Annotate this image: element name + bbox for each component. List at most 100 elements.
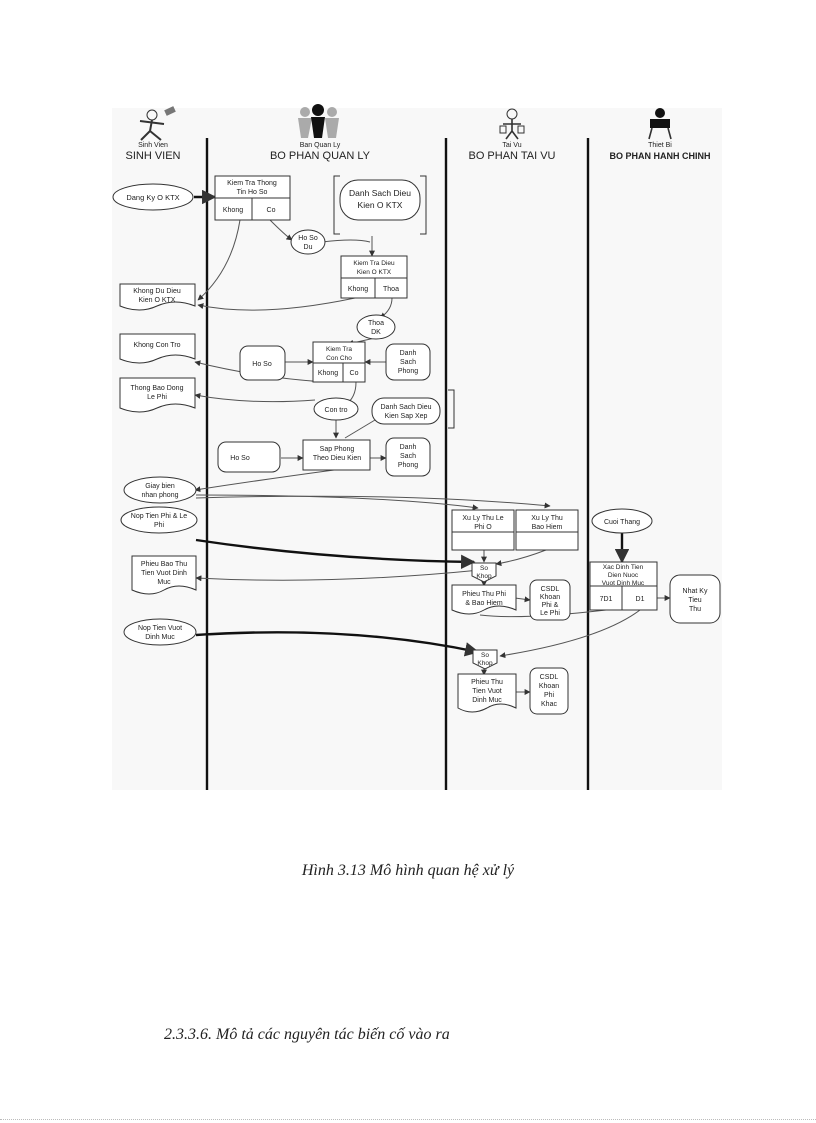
lane-actor-label: Ban Quan Ly (300, 142, 341, 149)
register-dorm-node: Dang Ky O KTX (112, 183, 194, 211)
student-actor-icon (139, 106, 176, 141)
check-vacancy-process: Kiem Tra Con Cho Khong Co (312, 341, 366, 383)
process-relationship-diagram: Sinh Vien SINH VIEN Ban Quan Ly BO PHAN … (112, 104, 722, 790)
svg-text:Phieu Bao Thu: Phieu Bao Thu (141, 561, 187, 568)
svg-text:Tien Vuot: Tien Vuot (472, 688, 501, 695)
svg-text:Khong: Khong (318, 370, 338, 377)
svg-text:Dien Nuoc: Dien Nuoc (608, 572, 639, 579)
svg-text:Muc: Muc (157, 579, 171, 586)
lane-title: BO PHAN HANH CHINH (610, 151, 711, 161)
svg-text:nhan phong: nhan phong (142, 492, 179, 499)
svg-text:Xu Ly Thu Le: Xu Ly Thu Le (462, 515, 503, 522)
svg-text:Khong: Khong (348, 286, 368, 293)
svg-text:Phi &: Phi & (542, 602, 559, 609)
profile-sufficient-node: Ho So Du (290, 229, 326, 255)
connectors (194, 189, 671, 695)
consumption-log-datastore: Nhat Ky Tieu Thu (669, 574, 721, 624)
svg-text:Danh: Danh (400, 444, 417, 451)
svg-text:Phi: Phi (154, 522, 165, 529)
lane-title: SINH VIEN (125, 150, 180, 162)
svg-text:Cuoi Thang: Cuoi Thang (604, 519, 640, 526)
lane-title: BO PHAN QUAN LY (270, 150, 371, 162)
svg-text:Xu Ly Thu: Xu Ly Thu (531, 515, 563, 522)
room-list-datastore: Danh Sach Phong (385, 343, 431, 381)
lane-actor-label: Thiet Bi (648, 142, 672, 149)
not-eligible-document: Khong Du Dieu Kien O KTX (119, 283, 196, 311)
svg-text:Tin Ho So: Tin Ho So (237, 189, 268, 196)
has-vacancy-node: Con tro (313, 397, 359, 421)
svg-text:7D1: 7D1 (600, 596, 613, 603)
svg-text:Phong: Phong (398, 368, 418, 375)
svg-text:Kien Sap Xep: Kien Sap Xep (385, 413, 428, 420)
svg-text:Theo Dieu Kien: Theo Dieu Kien (313, 455, 361, 462)
svg-text:Thoa: Thoa (368, 320, 384, 327)
check-condition-process: Kiem Tra Dieu Kien O KTX Khong Thoa (340, 255, 408, 299)
match-node: So Khop (471, 562, 497, 583)
svg-text:Vuot Dinh Muc: Vuot Dinh Muc (602, 580, 645, 587)
equipment-actor-icon (648, 108, 672, 140)
svg-text:Bao Hiem: Bao Hiem (532, 524, 563, 531)
lane-actor-label: Sinh Vien (138, 142, 168, 149)
svg-text:Khac: Khac (541, 701, 557, 708)
svg-text:Dang Ky O KTX: Dang Ky O KTX (126, 193, 179, 202)
pay-over-limit-node: Nop Tien Vuot Dinh Muc (123, 618, 197, 646)
process-insurance-fee: Xu Ly Thu Bao Hiem (515, 509, 579, 551)
svg-text:Khop: Khop (476, 573, 492, 580)
room-receipt-node: Giay bien nhan phong (123, 476, 197, 504)
svg-text:Kiem Tra Thong: Kiem Tra Thong (227, 180, 277, 187)
svg-text:Khoan: Khoan (540, 594, 560, 601)
svg-text:Kien O KTX: Kien O KTX (357, 269, 392, 276)
svg-text:Kiem Tra Dieu: Kiem Tra Dieu (353, 260, 395, 267)
process-room-fee: Xu Ly Thu Le Phi O (451, 509, 515, 551)
svg-text:Le Phi: Le Phi (540, 610, 560, 617)
condition-met-node: Thoa DK (356, 314, 396, 340)
svg-text:Tieu: Tieu (688, 597, 701, 604)
svg-text:Co: Co (350, 370, 359, 377)
svg-text:Dinh Muc: Dinh Muc (472, 697, 502, 704)
room-list-datastore-2: Danh Sach Phong (385, 437, 431, 477)
svg-text:Tien Vuot Dinh: Tien Vuot Dinh (141, 570, 187, 577)
svg-text:Thu: Thu (689, 606, 701, 613)
lane-actor-label: Tai Vu (502, 142, 521, 149)
over-limit-bill-document: Phieu Bao Thu Tien Vuot Dinh Muc (131, 555, 197, 595)
svg-text:Giay bien: Giay bien (145, 483, 175, 490)
svg-text:Danh Sach Dieu: Danh Sach Dieu (381, 404, 432, 411)
svg-text:Khop: Khop (477, 660, 493, 667)
fee-receipt-document: Phieu Thu Phi & Bao Hiem (451, 584, 517, 615)
svg-text:Con Cho: Con Cho (326, 355, 352, 362)
svg-text:Phieu Thu: Phieu Thu (471, 679, 503, 686)
svg-text:Ho So: Ho So (298, 235, 318, 242)
svg-text:Khong: Khong (223, 207, 243, 214)
svg-text:Phi O: Phi O (474, 524, 492, 531)
svg-text:Ho So: Ho So (252, 361, 272, 368)
management-actor-icon (298, 104, 339, 138)
profile-datastore: Ho So (239, 345, 286, 381)
svg-text:Ho So: Ho So (230, 455, 250, 462)
svg-text:Khoan: Khoan (539, 683, 559, 690)
svg-text:Le Phi: Le Phi (147, 394, 167, 401)
svg-text:Phieu Thu Phi: Phieu Thu Phi (462, 591, 506, 598)
svg-text:Nop Tien Phi & Le: Nop Tien Phi & Le (131, 513, 188, 520)
section-heading: 2.3.3.6. Mô tả các nguyên tác biến cố và… (164, 1026, 450, 1043)
svg-text:Khong Du Dieu: Khong Du Dieu (133, 288, 181, 295)
page-bottom-rule (0, 1119, 816, 1120)
assign-room-process: Sap Phong Theo Dieu Kien (302, 439, 371, 471)
match-node-2: So Khop (472, 649, 498, 670)
svg-text:Sach: Sach (400, 359, 416, 366)
svg-text:Phong: Phong (398, 462, 418, 469)
svg-text:Phi: Phi (544, 692, 555, 699)
check-profile-process: Kiem Tra Thong Tin Ho So Khong Co (214, 175, 291, 221)
svg-text:CSDL: CSDL (540, 674, 559, 681)
finance-actor-icon (499, 108, 525, 140)
eligibility-list-datastore: Danh Sach Dieu Kien O KTX (333, 175, 427, 235)
svg-text:Xac Dinh Tien: Xac Dinh Tien (603, 564, 644, 571)
svg-text:So: So (480, 565, 488, 572)
svg-text:Thong Bao Dong: Thong Bao Dong (131, 385, 184, 392)
svg-text:D1: D1 (636, 596, 645, 603)
svg-text:CSDL: CSDL (541, 586, 560, 593)
no-vacancy-document: Khong Con Tro (119, 333, 196, 364)
svg-text:Du: Du (304, 244, 313, 251)
svg-text:Nhat Ky: Nhat Ky (683, 588, 708, 595)
fee-notice-document: Thong Bao Dong Le Phi (119, 377, 196, 413)
svg-text:Kien O KTX: Kien O KTX (358, 200, 403, 210)
